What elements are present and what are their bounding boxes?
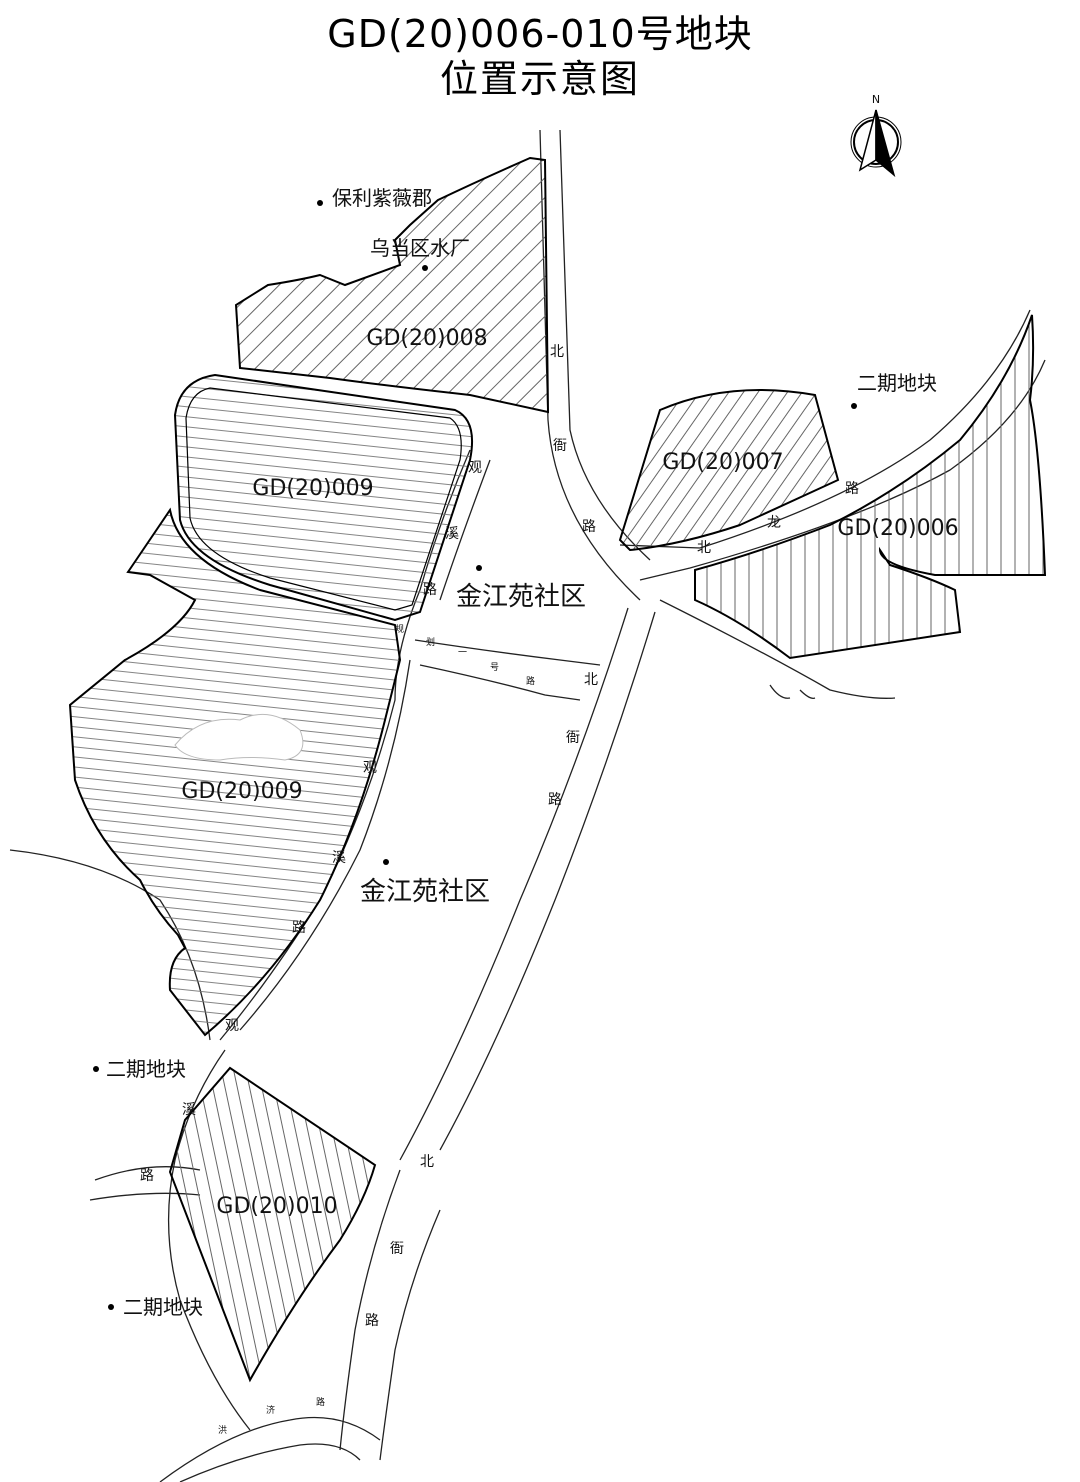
parcel-009-south[interactable]: GD(20)009	[68, 507, 402, 1037]
parcel-009-south-label: GD(20)009	[181, 779, 302, 804]
road-label-char: 一	[458, 648, 467, 658]
road-label-char: 路	[316, 1396, 325, 1408]
parcel-009-north[interactable]: GD(20)009	[173, 373, 474, 622]
road-label-char: 路	[292, 920, 306, 936]
parcel-008-shape	[234, 156, 550, 414]
parcel-007[interactable]: GD(20)007	[618, 389, 840, 552]
beiheng-road-south-east	[379, 1209, 441, 1461]
beiheng-road-mid-east	[439, 611, 656, 1151]
parcel-007-label: GD(20)007	[662, 450, 783, 475]
road-label-char: 路	[526, 675, 535, 687]
map-title: GD(20)006-010号地块 位置示意图	[0, 12, 1080, 102]
north-arrow-icon: N	[850, 93, 902, 178]
road-label-char: 北	[584, 672, 598, 688]
parcel-006-shape	[694, 314, 1047, 660]
parcel-009-south-cutout	[174, 713, 304, 761]
beiheng-road-mid-west	[399, 607, 629, 1161]
parcel-009-north-shape	[173, 373, 474, 622]
poi-label: 二期地块	[106, 1057, 186, 1081]
road-label-char: 路	[423, 582, 437, 598]
compass-needle-right	[875, 109, 896, 178]
road-label-char: 溪	[182, 1102, 196, 1118]
beiheng-road-east-curb	[559, 129, 651, 561]
parcel-009-north-inner-boundary	[185, 387, 462, 611]
parcel-009-north-label: GD(20)009	[252, 476, 373, 501]
map-title-line1: GD(20)006-010号地块	[327, 12, 753, 56]
parcel-010-shape	[168, 1066, 377, 1383]
poi-phase2-northeast: 二期地块	[851, 371, 937, 409]
road-label-char: 划	[426, 636, 435, 648]
poi-label: 金江苑社区	[360, 877, 490, 907]
poi-dot	[476, 565, 482, 571]
parcel-010-label: GD(20)010	[216, 1194, 337, 1219]
road-label-char: 号	[490, 662, 499, 673]
road-label-char: 观	[363, 760, 377, 776]
planned-road-north-curb	[414, 639, 601, 666]
road-label-char: 衙	[390, 1241, 404, 1257]
east-stub-1	[769, 684, 791, 699]
road-label-char: 溪	[445, 526, 459, 542]
poi-dot	[851, 403, 857, 409]
road-label-char: 路	[845, 481, 859, 497]
road-label-char: 济	[266, 1404, 275, 1416]
poi-label: 金江苑社区	[456, 582, 586, 612]
parcel-006[interactable]: GD(20)006	[694, 314, 1047, 660]
east-stub-2	[799, 689, 816, 699]
poi-dot	[383, 859, 389, 865]
road-labels: 北 衙 路 北 衙 路 北 衙 路 路 龙 北 观 溪 路 观 溪 路 观 溪 …	[140, 344, 859, 1436]
road-label-char: 路	[582, 519, 596, 535]
guanxi-road-south-curb	[167, 1049, 251, 1431]
parcel-008[interactable]: GD(20)008	[234, 156, 550, 414]
poi-label: 二期地块	[123, 1295, 203, 1319]
poi-water-plant: 乌当区水厂	[370, 236, 470, 271]
poi-phase2-west: 二期地块	[93, 1057, 186, 1081]
parcel-007-shape	[618, 389, 840, 552]
guanxi-road-west-curb	[239, 659, 411, 1031]
planned-road-south-curb	[419, 664, 581, 701]
compass-label: N	[872, 93, 880, 106]
road-label-char: 路	[140, 1168, 154, 1184]
parcel-008-label: GD(20)008	[366, 326, 487, 351]
poi-dot	[108, 1304, 114, 1310]
road-label-char: 龙	[767, 515, 781, 531]
road-label-char: 规	[395, 624, 404, 635]
map-title-line2: 位置示意图	[439, 57, 640, 101]
poi-dot	[422, 265, 428, 271]
poi-label: 乌当区水厂	[370, 236, 470, 260]
road-label-char: 溪	[332, 850, 346, 866]
beilong-road-north-curb	[619, 309, 1031, 549]
poi-jinjiangyuan-south: 金江苑社区	[360, 859, 490, 907]
road-label-char: 北	[550, 344, 564, 360]
road-label-char: 路	[365, 1313, 379, 1329]
road-label-char: 北	[697, 540, 711, 556]
road-label-char: 衙	[553, 438, 567, 454]
road-label-char: 洪	[218, 1424, 227, 1436]
poi-label: 保利紫薇郡	[332, 186, 432, 210]
beiheng-road-south-west	[339, 1169, 401, 1451]
poi-dot	[93, 1066, 99, 1072]
road-label-char: 观	[468, 460, 482, 476]
road-label-char: 路	[548, 792, 562, 808]
poi-dot	[317, 200, 323, 206]
poi-baoli-ziweijun: 保利紫薇郡	[317, 186, 432, 210]
guanxi-road-inner-curb	[439, 459, 491, 601]
compass-needle-left	[858, 109, 877, 172]
poi-label: 二期地块	[857, 371, 937, 395]
road-label-char: 衙	[566, 730, 580, 746]
hongji-road-north-curb	[159, 1416, 381, 1482]
parcel-010[interactable]: GD(20)010	[168, 1066, 377, 1383]
poi-jinjiangyuan-north: 金江苑社区	[456, 565, 586, 612]
hongji-road-south-curb	[179, 1443, 361, 1482]
poi-phase2-southwest: 二期地块	[108, 1295, 203, 1319]
parcel-009-south-shape	[68, 507, 402, 1037]
road-label-char: 北	[420, 1154, 434, 1170]
parcel-006-label: GD(20)006	[837, 516, 958, 541]
road-label-char: 观	[225, 1018, 239, 1034]
beilong-road-lower-curb	[659, 599, 896, 699]
